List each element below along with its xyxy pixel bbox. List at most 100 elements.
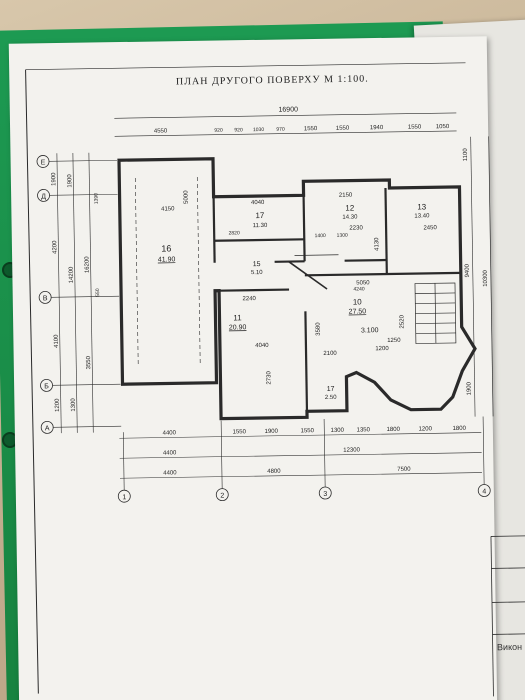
axis-letter: А bbox=[45, 425, 50, 432]
dim-label: 1200 bbox=[419, 426, 433, 432]
title-block-label: Викон bbox=[496, 641, 523, 653]
dim-label: 1300 bbox=[331, 428, 345, 434]
axis-line-v bbox=[43, 295, 120, 298]
axis-marker-e bbox=[36, 155, 50, 168]
stairs bbox=[414, 282, 457, 344]
axis-number: 1 bbox=[122, 494, 126, 501]
dim-line-bottom-3 bbox=[119, 472, 482, 479]
dim-label: 12300 bbox=[343, 447, 360, 453]
room-number: 12 bbox=[345, 204, 355, 213]
dim-label: 1900 bbox=[467, 381, 473, 395]
axis-line-d bbox=[41, 193, 118, 196]
dim-label: 1550 bbox=[233, 429, 247, 435]
dim-line-right-1 bbox=[470, 136, 476, 417]
dim-line-bottom-1 bbox=[119, 432, 482, 439]
dim-label: 1900 bbox=[67, 174, 73, 188]
inner-walls bbox=[212, 188, 461, 412]
dim-label: 3550 bbox=[86, 355, 92, 369]
dim-label: 4400 bbox=[163, 450, 177, 456]
axis-marker-a bbox=[40, 420, 54, 434]
dim-label: 7500 bbox=[397, 467, 411, 473]
room-number: 11 bbox=[233, 313, 242, 322]
dim-label: 4130 bbox=[374, 237, 380, 251]
room-number: 17 bbox=[327, 386, 335, 393]
dim-line-right-2 bbox=[488, 136, 494, 417]
dim-line-top-overall bbox=[114, 112, 457, 119]
dim-label: 4040 bbox=[255, 343, 269, 349]
room-area: 2.50 bbox=[325, 395, 337, 401]
axis-marker-2 bbox=[215, 488, 229, 502]
level-mark: 3.100 bbox=[361, 327, 379, 334]
axis-marker-v bbox=[38, 290, 52, 304]
dim-line-left-3 bbox=[88, 152, 94, 433]
axis-line-1 bbox=[122, 432, 125, 491]
dim-label: 1550 bbox=[304, 126, 318, 132]
dim-label: 3580 bbox=[316, 322, 322, 336]
frame-left-line bbox=[25, 69, 39, 694]
dim-label: 4400 bbox=[163, 470, 177, 476]
dim-label: 2150 bbox=[339, 193, 353, 199]
dim-label: 1300 bbox=[71, 398, 77, 412]
dim-label: 14200 bbox=[69, 266, 75, 283]
dim-label: 4150 bbox=[161, 206, 175, 212]
room-number: 13 bbox=[417, 202, 427, 211]
dim-label: 4200 bbox=[52, 240, 58, 254]
axis-letter: Б bbox=[44, 383, 49, 390]
axis-marker-4 bbox=[477, 484, 491, 497]
dim-label: 2520 bbox=[399, 314, 405, 328]
room-number: 15 bbox=[253, 261, 261, 268]
dim-label: 2820 bbox=[229, 230, 240, 236]
angled-wall bbox=[294, 254, 339, 256]
axis-letter: В bbox=[43, 295, 48, 302]
dim-label: 9400 bbox=[465, 263, 471, 277]
dim-line-top-row bbox=[114, 130, 457, 137]
room-area: 41.90 bbox=[158, 256, 176, 263]
dim-label: 920 bbox=[214, 128, 223, 134]
dim-label: 1800 bbox=[453, 426, 467, 432]
dim-label: 1550 bbox=[301, 428, 315, 434]
dim-label: 1030 bbox=[253, 127, 264, 133]
dim-label: 1200 bbox=[375, 346, 389, 352]
room-area: 11.30 bbox=[253, 223, 268, 229]
axis-letter: Е bbox=[41, 159, 46, 166]
dim-label: 4040 bbox=[251, 200, 265, 206]
dim-label: 10300 bbox=[483, 269, 489, 286]
axis-line-e bbox=[41, 159, 118, 162]
dim-label: 4240 bbox=[353, 286, 364, 292]
dim-label: 550 bbox=[95, 288, 101, 297]
dim-label: 1400 bbox=[315, 233, 326, 239]
dim-label: 1300 bbox=[337, 233, 348, 239]
dim-label: 1100 bbox=[463, 148, 469, 162]
axis-line-a bbox=[45, 425, 122, 428]
dim-label: 1050 bbox=[436, 124, 450, 130]
room-number: 10 bbox=[353, 297, 363, 306]
dim-label: 4800 bbox=[267, 469, 281, 475]
axis-line-3 bbox=[323, 419, 326, 488]
room-area: 14.30 bbox=[342, 214, 358, 220]
room-area: 27.50 bbox=[349, 308, 367, 315]
dim-line-bottom-2 bbox=[119, 452, 482, 459]
dim-label: 970 bbox=[276, 127, 285, 133]
dim-label: 1900 bbox=[51, 172, 57, 186]
dim-label: 2730 bbox=[266, 371, 272, 385]
axis-marker-b bbox=[40, 378, 53, 392]
dashed-line bbox=[196, 176, 201, 365]
axis-number: 3 bbox=[323, 491, 327, 498]
room-number: 16 bbox=[161, 243, 171, 253]
axis-marker-3 bbox=[318, 486, 332, 500]
dim-label: 920 bbox=[234, 127, 243, 133]
dim-label: 1900 bbox=[265, 429, 279, 435]
room-number: 17 bbox=[255, 211, 265, 220]
dim-label: 4550 bbox=[154, 128, 168, 134]
frame-top-line bbox=[25, 62, 466, 70]
dim-label: 4100 bbox=[54, 334, 60, 348]
axis-line-b bbox=[44, 383, 121, 386]
dim-label: 5050 bbox=[356, 280, 370, 286]
axis-number: 4 bbox=[482, 488, 486, 495]
dim-label: 5000 bbox=[183, 190, 189, 204]
dim-label: 1800 bbox=[387, 427, 401, 433]
dim-label: 16200 bbox=[84, 256, 90, 273]
dim-label: 16900 bbox=[278, 106, 298, 113]
